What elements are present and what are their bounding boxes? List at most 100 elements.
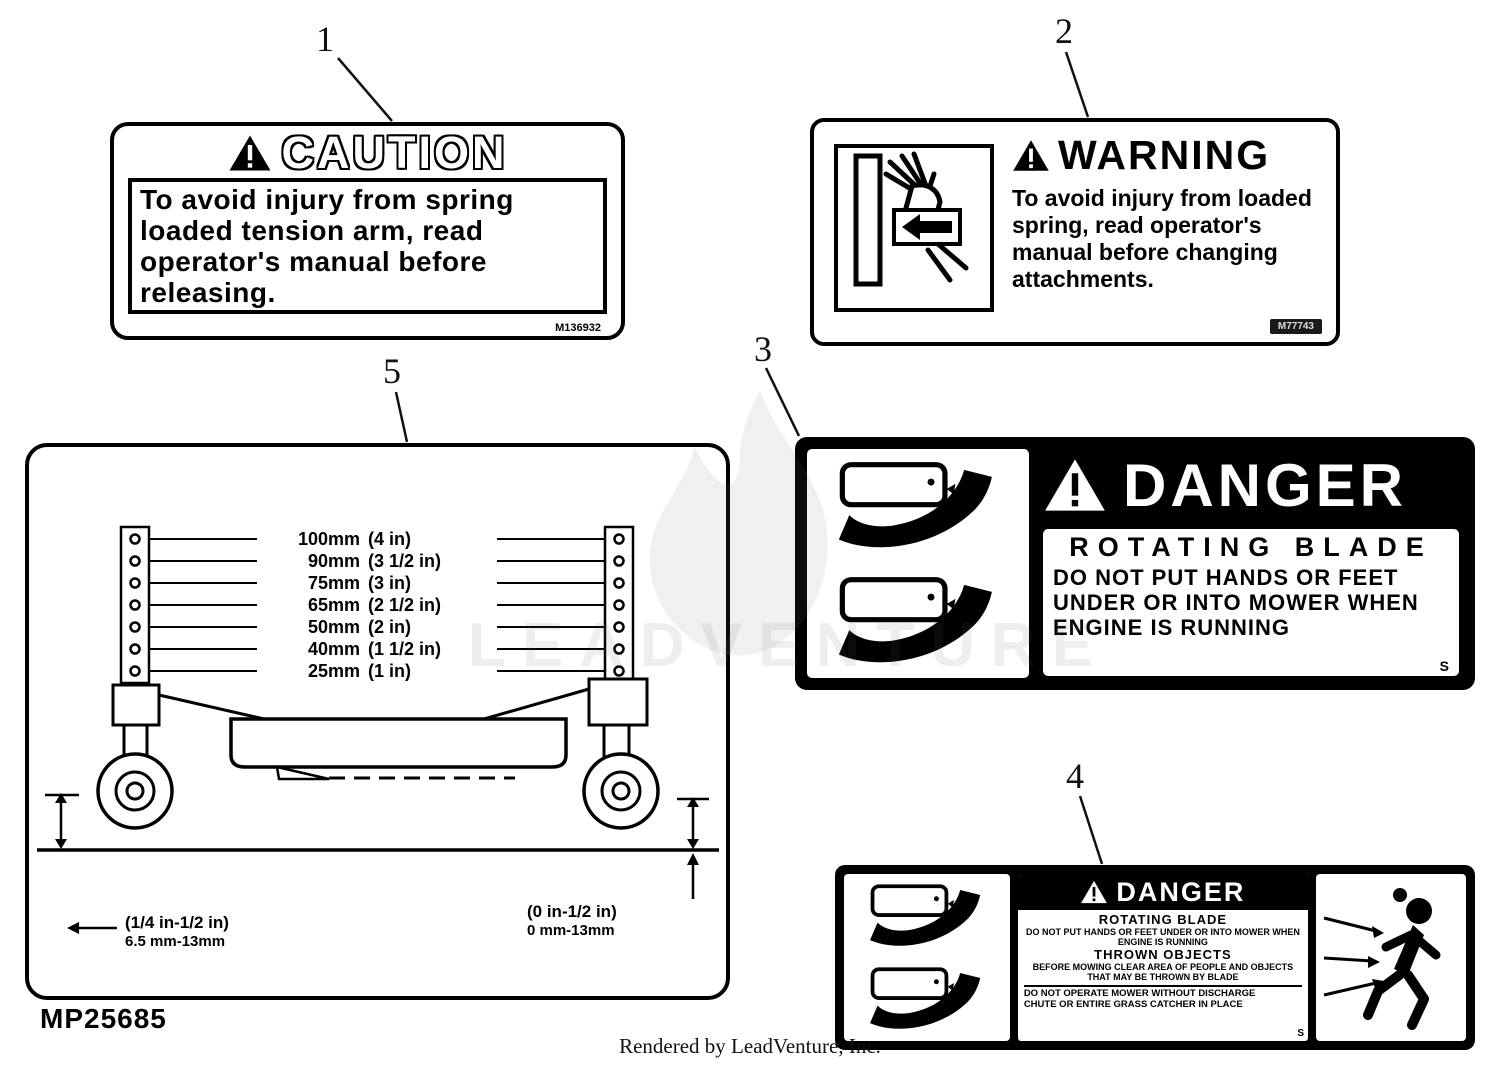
divider — [1023, 985, 1302, 987]
height-in: (3 1/2 in) — [368, 550, 442, 571]
caution-line: operator's manual before — [140, 246, 487, 277]
height-mm: 25mm — [307, 660, 360, 681]
footer-credit: Rendered by LeadVenture, Inc. — [619, 1034, 881, 1058]
height-in: (1 1/2 in) — [368, 638, 442, 659]
warning-triangle-icon — [229, 135, 270, 171]
height-row: 75mm (3 in) — [257, 572, 497, 594]
gauge-wheel-right — [582, 752, 660, 830]
height-mm: 90mm — [307, 550, 360, 571]
danger-title: DANGER — [1123, 451, 1408, 519]
height-in: (1 in) — [368, 660, 411, 681]
height-in: (2 1/2 in) — [368, 594, 442, 615]
danger-rotating-blade-decal: DANGER ROTATING BLADE DO NOT PUT HANDS O… — [795, 437, 1475, 690]
danger-text-panel: DANGER ROTATING BLADE DO NOT PUT HANDS O… — [1017, 874, 1308, 1041]
danger-line: DO NOT PUT HANDS OR FEET — [1053, 565, 1399, 590]
danger-suffix: S — [1439, 658, 1449, 674]
rear-gap-mm: 0 mm-13mm — [527, 922, 615, 939]
leader-line-5 — [394, 391, 409, 443]
callout-4[interactable]: 4 — [1066, 756, 1084, 796]
hand-pinch-pictogram — [834, 144, 994, 312]
section-body: DO NOT OPERATE MOWER WITHOUT DISCHARGE C… — [1023, 988, 1256, 1010]
warning-part-number: M77743 — [1269, 319, 1322, 334]
rear-gap-inches: (0 in-1/2 in) — [527, 902, 617, 921]
cutting-height-diagram-box: 100mm (4 in) 90mm (3 1/2 in) 75mm (3 in) 65… — [25, 443, 730, 1000]
caution-title: CAUTION — [281, 127, 508, 178]
mower-deck-drawing — [37, 525, 719, 934]
height-row: 40mm (1 1/2 in) — [257, 638, 497, 660]
warning-text-area: WARNING To avoid injury from loaded spri… — [1012, 132, 1326, 293]
height-mm: 100mm — [297, 528, 360, 549]
front-gap-inches: (1/4 in-1/2 in) — [125, 913, 229, 932]
height-row: 65mm (2 1/2 in) — [257, 594, 497, 616]
danger-suffix: S — [1297, 1028, 1304, 1039]
height-in: (4 in) — [368, 528, 411, 549]
danger-header: DANGER — [1043, 449, 1459, 521]
callout-1[interactable]: 1 — [316, 19, 334, 59]
danger-thrown-objects-decal: DANGER ROTATING BLADE DO NOT PUT HANDS O… — [835, 865, 1475, 1050]
danger-line: ENGINE IS RUNNING — [1053, 615, 1291, 640]
height-in: (2 in) — [368, 616, 411, 637]
blade-cut-icon — [869, 884, 981, 946]
height-mm: 75mm — [307, 572, 360, 593]
danger-line: UNDER OR INTO MOWER WHEN — [1053, 590, 1419, 615]
section-title: THROWN OBJECTS — [1094, 947, 1232, 962]
height-mm: 50mm — [307, 616, 360, 637]
height-in: (3 in) — [368, 572, 411, 593]
height-row: 50mm (2 in) — [257, 616, 497, 638]
section-title: ROTATING BLADE — [1098, 912, 1228, 927]
deck-profile — [111, 677, 649, 781]
left-adjustment-holes — [119, 525, 151, 685]
warning-triangle-icon — [1081, 880, 1108, 904]
thrown-object-person-icon — [1323, 887, 1441, 1030]
warning-triangle-icon — [1045, 459, 1105, 511]
blade-cut-icon — [869, 967, 981, 1029]
blade-pictogram-panel — [844, 874, 1010, 1041]
leader-line-1 — [337, 57, 393, 122]
callout-3[interactable]: 3 — [754, 329, 772, 369]
caution-part-number: M136932 — [555, 322, 601, 334]
height-row: 25mm (1 in) — [257, 660, 497, 682]
warning-line: spring, read operator's — [1012, 212, 1262, 238]
front-gap-mm: 6.5 mm-13mm — [125, 933, 226, 950]
warning-line: attachments. — [1012, 266, 1154, 292]
section-body: BEFORE MOWING CLEAR AREA OF PEOPLE AND O… — [1032, 962, 1294, 982]
height-mm: 65mm — [307, 594, 360, 615]
danger-title: DANGER — [1116, 876, 1246, 907]
caution-line: loaded tension arm, read — [140, 215, 484, 246]
danger-body: ROTATING BLADE DO NOT PUT HANDS OR FEET … — [1018, 910, 1308, 1041]
height-mm: 40mm — [307, 638, 360, 659]
leader-line-4 — [1078, 795, 1104, 865]
warning-line: manual before changing — [1012, 239, 1278, 265]
blade-cut-icon — [838, 462, 992, 548]
gauge-wheel-left — [96, 752, 174, 830]
right-adjustment-holes — [603, 525, 635, 685]
warning-triangle-icon — [1013, 140, 1049, 171]
height-row: 90mm (3 1/2 in) — [257, 550, 497, 572]
warning-line: To avoid injury from loaded — [1012, 185, 1312, 211]
caution-line: To avoid injury from spring — [140, 184, 514, 215]
warning-title: WARNING — [1058, 132, 1271, 178]
height-row: 100mm (4 in) — [257, 528, 497, 550]
section-body: DO NOT PUT HANDS OR FEET UNDER OR INTO M… — [1025, 927, 1300, 947]
product-code: MP25685 — [40, 1003, 167, 1034]
danger-subtitle: ROTATING BLADE — [1069, 532, 1433, 562]
warning-decal: WARNING To avoid injury from loaded spri… — [810, 118, 1340, 346]
thrown-object-pictogram-panel — [1316, 874, 1466, 1041]
blade-pictogram-panel — [807, 449, 1029, 678]
hand-pinch-icon — [853, 151, 969, 287]
caution-decal: CAUTION To avoid injury from spring load… — [110, 122, 625, 340]
rear-gap-arrow — [677, 797, 709, 899]
caution-line: releasing. — [140, 277, 276, 308]
leader-line-3 — [764, 367, 801, 437]
leader-line-2 — [1064, 51, 1090, 118]
danger-header: DANGER — [1017, 874, 1308, 910]
callout-2[interactable]: 2 — [1055, 11, 1073, 51]
callout-5[interactable]: 5 — [383, 351, 401, 391]
danger-text-box: ROTATING BLADE DO NOT PUT HANDS OR FEET … — [1043, 529, 1459, 676]
height-row-leader-lines — [149, 538, 605, 672]
warning-header: WARNING — [1012, 132, 1326, 179]
rear-gap-note: (0 in-1/2 in) 0 mm-13mm — [527, 902, 617, 939]
caution-header: CAUTION — [114, 127, 621, 178]
caution-body: To avoid injury from spring loaded tensi… — [128, 178, 607, 314]
